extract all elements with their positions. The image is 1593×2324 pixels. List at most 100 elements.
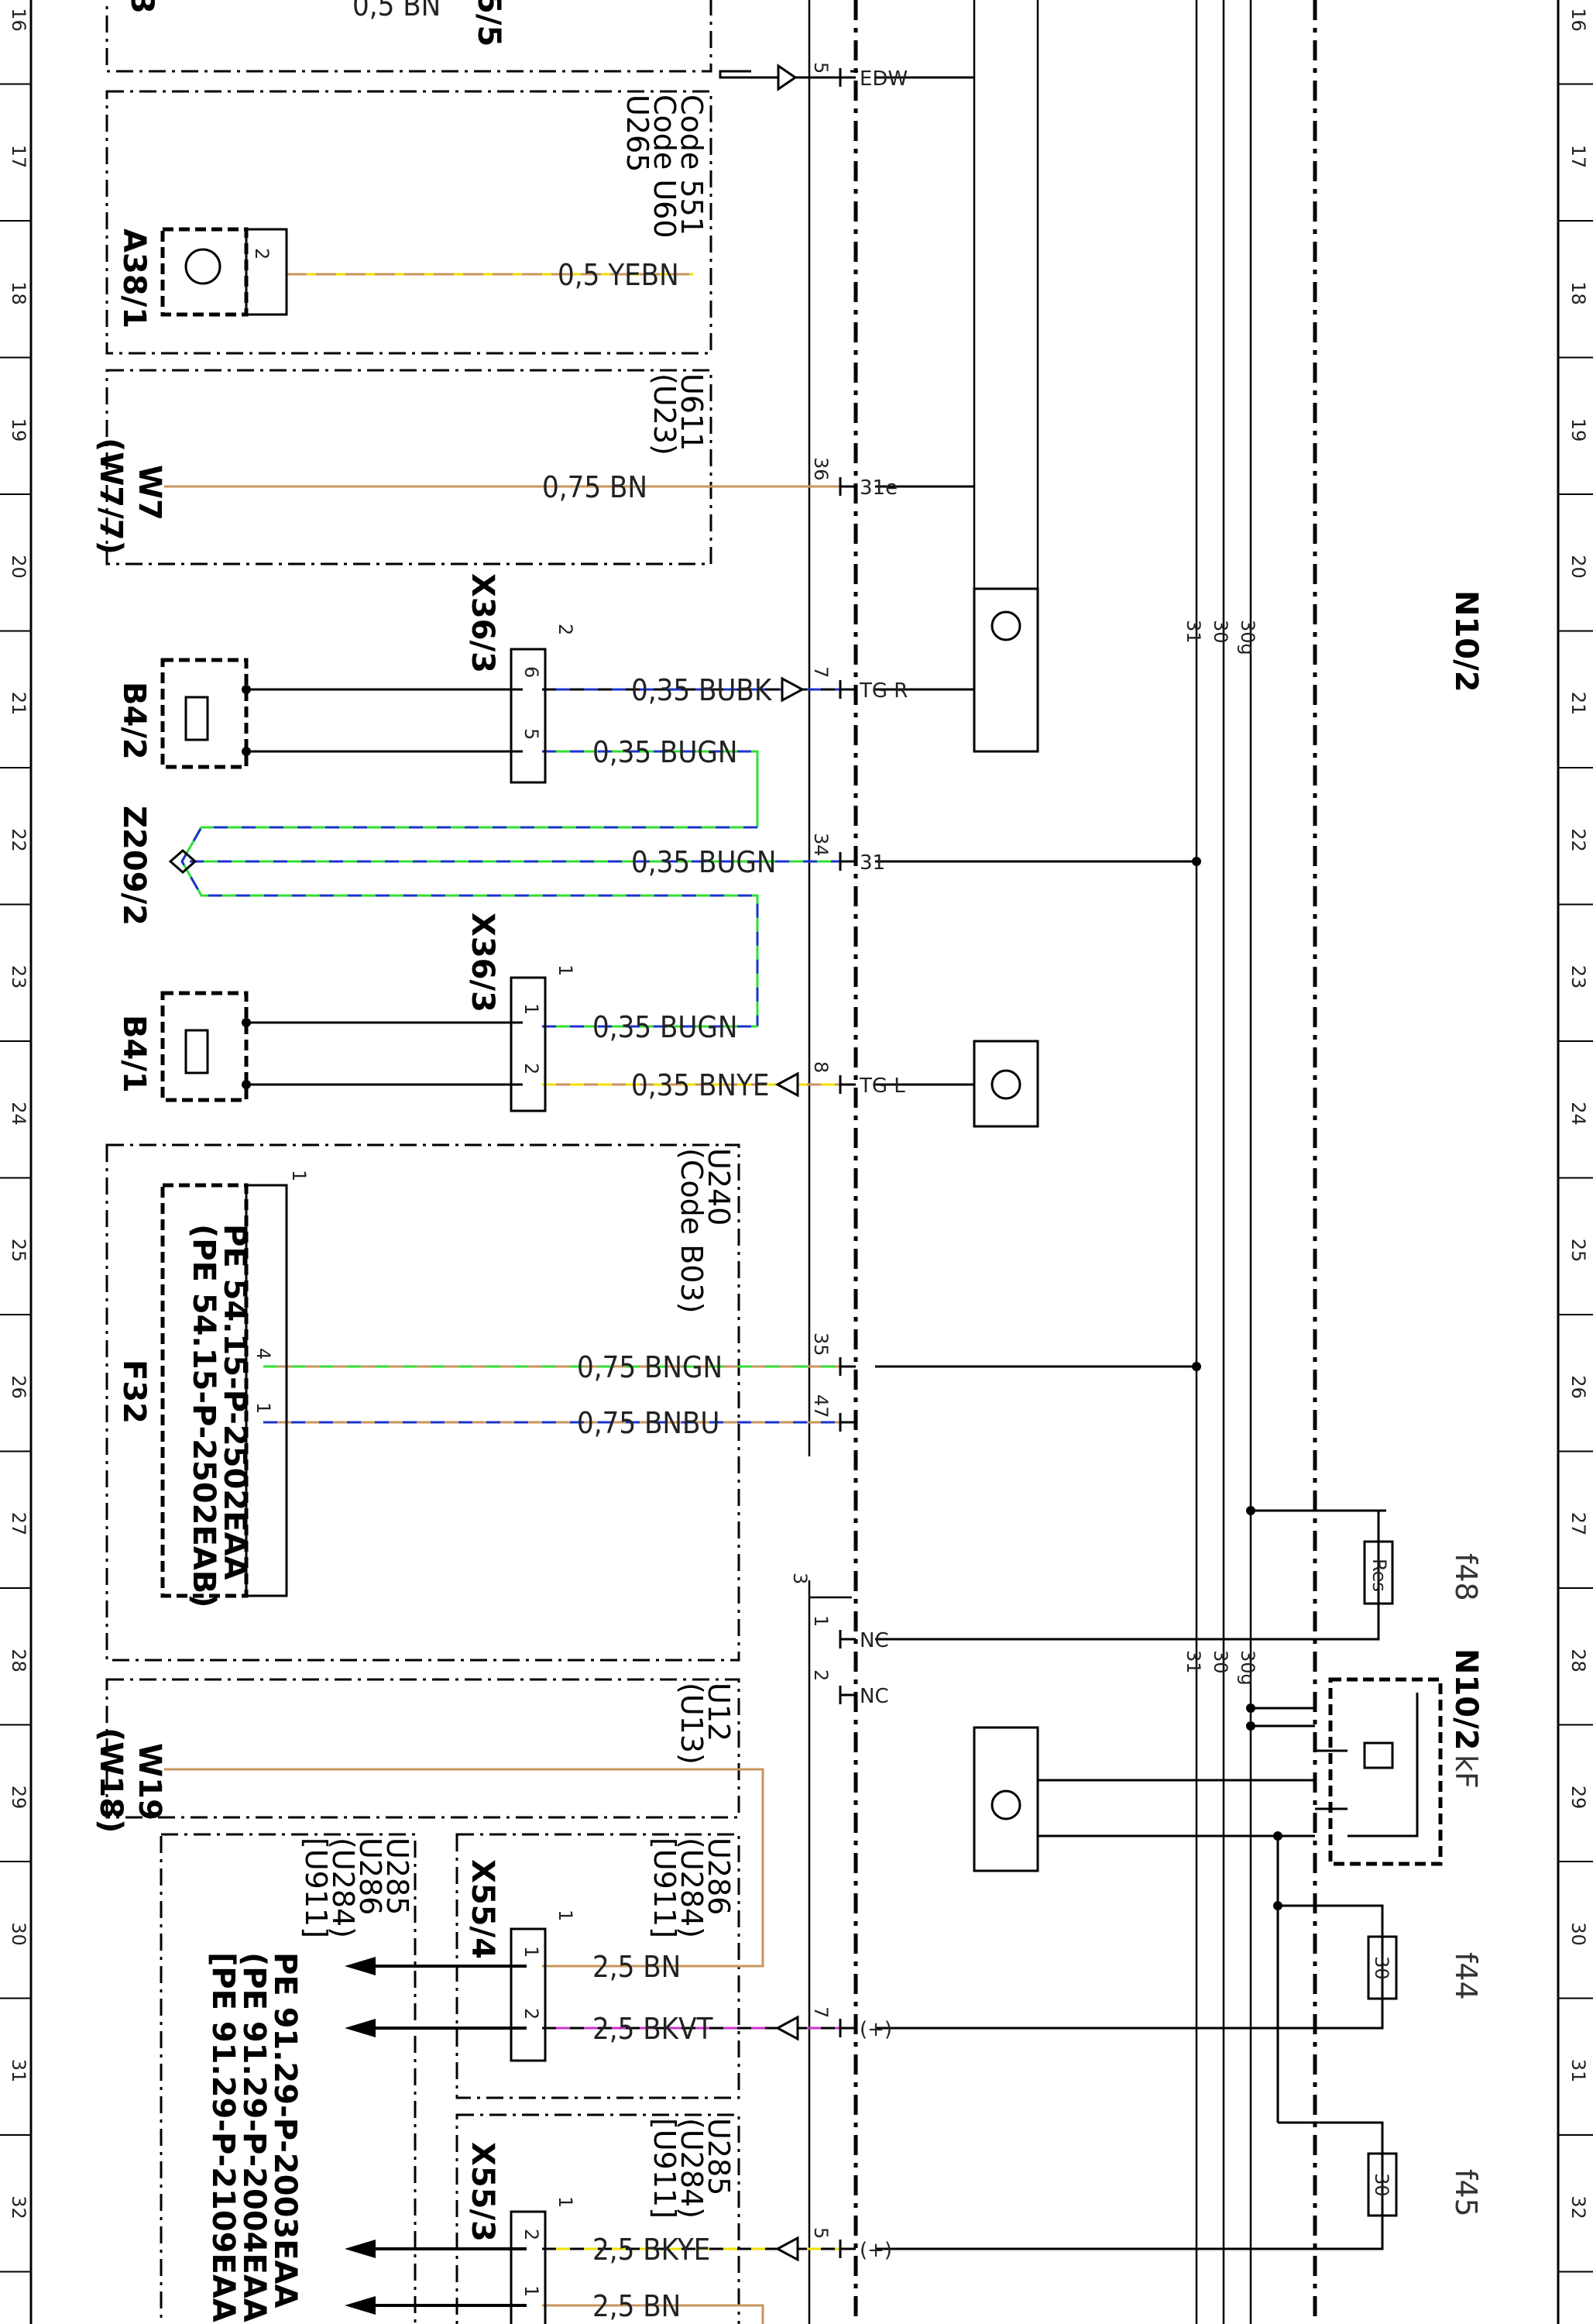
code-551: Code 551 [675,95,709,235]
code-u13: (U13) [675,1683,709,1765]
code-left-u286: U286 [353,1838,387,1915]
ref-left-pe-2[interactable]: (PE 91.29-P-2004EAA) [236,1952,272,2324]
code-u60: Code U60 [647,95,681,239]
x55-4-connector [510,1927,547,2062]
code-x554-u286: U286 [702,1838,736,1915]
label-top-cut: 5/5 [471,0,506,46]
ruler-number: 19 [8,418,29,442]
label-top-cut-left: 3 [124,0,160,14]
bus-30g-a: 30g [1237,620,1258,655]
code-x554-u284: (U284) [675,1838,709,1938]
res-fuse-f48 [1363,1540,1394,1605]
pin-f32-hdr: 1 [288,1170,310,1181]
ruler-number: 29 [8,1786,29,1810]
pin-nc-1: 1 [810,1615,832,1627]
code-left-u285: U285 [380,1838,414,1915]
ruler-number: 22 [8,828,29,852]
transistor-box-a [973,587,1039,753]
pin-x554-2: 2 [520,2008,542,2020]
wire-label-x554-bn: 2,5 BN [592,1950,681,1984]
pin-bnbu: 47 [810,1394,832,1418]
label-w7-alt: (W7/7) [93,438,129,555]
pin-f32-4: 4 [252,1348,274,1360]
ruler-number: 17 [1567,145,1589,169]
label-w19-alt: (W18) [93,1728,129,1833]
code-x553-u285: U285 [702,2118,736,2195]
ref-left-pe-3[interactable]: [PE 91.29-P-2109EAA] [205,1952,241,2324]
ruler-number: 24 [8,1102,29,1126]
ruler-number: 28 [1567,1648,1589,1673]
ref-f32-pe-2[interactable]: (PE 54.15-P-2502EAB) [186,1224,221,1608]
pin-x554-hdr: 1 [554,1910,576,1921]
fuse-f45 [1367,2152,1398,2217]
b4-2-sensor-icon [184,696,209,741]
relay-coil [1363,1741,1394,1769]
ruler-number: 31 [8,2059,29,2083]
label-f32: F32 [116,1360,152,1424]
a38-pin-box [245,228,288,316]
ruler-number: 16 [8,8,29,32]
ruler-number: 30 [1567,1922,1589,1946]
bus-30-a: 30 [1210,620,1231,644]
ref-left-pe-1[interactable]: PE 91.29-P-2003EAA [267,1952,303,2309]
label-f48: f48 [1449,1553,1483,1601]
ruler-number: 31 [1567,2059,1589,2083]
ruler-number: 27 [1567,1512,1589,1536]
transistor-box-b [973,1040,1039,1128]
ruler-number: 25 [8,1239,29,1263]
wire-label-b42-bugn: 0,35 BUGN [592,735,738,769]
ruler-number: 20 [8,555,29,579]
wire-label-a38-yebn: 0,5 YEBN [558,258,679,292]
fuse-30-f45: 30 [1371,2173,1392,2197]
ref-f32-pe-1[interactable]: PE 54.15-P-2502EAA [217,1224,252,1580]
wire-label-x553-bn: 2,5 BN [592,2289,681,2323]
transistor-icon-b [990,1069,1021,1100]
pin-x363b-1: 1 [520,1003,542,1015]
wire-label-b41-bugn: 0,35 BUGN [592,1010,738,1044]
ruler-number: 27 [8,1512,29,1536]
ruler-number: 19 [1567,418,1589,442]
label-b4-1: B4/1 [116,1015,152,1093]
res-label: Res [1368,1559,1390,1592]
u611-box [105,369,712,566]
transistor-icon-c [990,1789,1021,1820]
b4-1-sensor-icon [184,1029,209,1074]
pin-x363b-2: 2 [520,1063,542,1074]
x36-3-top-connector [510,648,547,784]
ruler-number: 16 [1567,8,1589,32]
ruler-number: 18 [8,281,29,305]
pin-31e: 36 [810,457,832,481]
pin-x363b-hdr: 1 [554,964,576,976]
z209-2-splice-icon [168,849,197,874]
transistor-box-c [973,1726,1039,1872]
wire-label-top-bn: 0,5 BN [352,0,441,22]
signal-plus-2: (+) [860,2239,892,2262]
n10-2-kf-box [1328,1677,1443,1866]
code-x554-u911: [U911] [647,1838,681,1938]
x36-3-bottom-connector [510,976,547,1112]
signal-plus-1: (+) [860,2018,892,2041]
pin-x363a-hdr: 2 [554,624,576,635]
ruler-number: 32 [8,2195,29,2219]
a38-transistor-icon [184,248,221,285]
ruler-number: 23 [1567,965,1589,989]
wire-label-b41-bnye: 0,35 BNYE [631,1068,769,1102]
pin-nc-2: 2 [810,1669,832,1681]
label-n10-2-kf: N10/2 [1448,1648,1484,1751]
ruler-number: 17 [8,145,29,169]
signal-tg-r: TG R [859,679,908,703]
pin-x553-hdr: 1 [554,2196,576,2208]
ruler-number: 26 [1567,1375,1589,1399]
top-cut-box [105,0,712,73]
x55-3-connector [510,2210,547,2324]
signal-31e: 31e [860,476,898,500]
code-u240: U240 [702,1148,736,1226]
pin-x553-2: 2 [520,2229,542,2240]
fuse-f44 [1367,1935,1398,2000]
wire-label-w7-bn: 0,75 BN [542,470,647,504]
label-x55-3: X55/3 [465,2142,500,2242]
label-z209-2: Z209/2 [116,806,152,926]
wire-label-f32-bngn: 0,75 BNGN [577,1350,723,1384]
